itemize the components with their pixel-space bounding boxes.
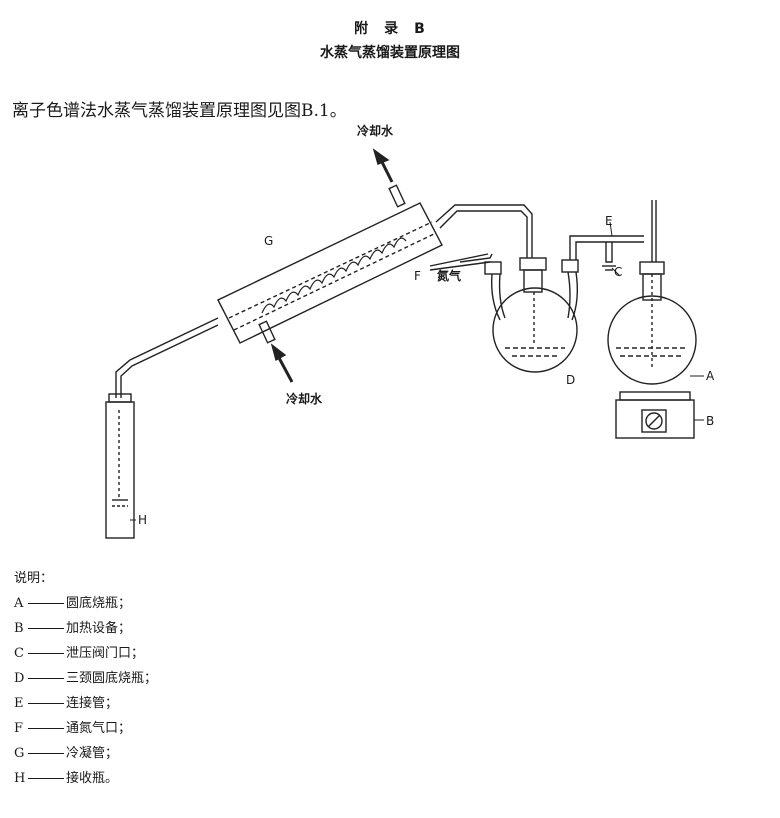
legend-item: D 三颈圆底烧瓶；: [14, 666, 157, 691]
legend-text: 三颈圆底烧瓶；: [66, 671, 158, 686]
legend-dash: [28, 653, 64, 654]
legend-dash: [28, 778, 64, 779]
legend-text: 泄压阀门口；: [66, 646, 145, 661]
label-d: D: [566, 373, 575, 387]
heater-b: [615, 391, 695, 439]
legend-text: 冷凝管；: [66, 746, 119, 761]
connector-e: [569, 235, 644, 271]
legend: 说明： A 圆底烧瓶； B 加热设备； C 泄压阀门口； D 三颈圆底烧瓶； E 连接管；…: [14, 566, 157, 791]
legend-text: 连接管；: [66, 696, 119, 711]
appendix-heading: 附 录 B: [354, 21, 426, 37]
cooling-water-arrows: [270, 148, 394, 383]
legend-text: 圆底烧瓶；: [66, 596, 132, 611]
distillation-apparatus-diagram: 冷却水 冷却水 氮气 G F E C D A B H: [105, 123, 715, 539]
legend-dash: [28, 603, 64, 604]
legend-dash: [28, 678, 64, 679]
legend-key: E: [14, 696, 24, 711]
legend-key: A: [14, 596, 24, 611]
appendix-title: 水蒸气蒸馏装置原理图: [320, 45, 460, 61]
label-c: C: [614, 265, 622, 279]
label-h: H: [138, 513, 147, 527]
legend-heading: 说明：: [14, 571, 54, 586]
intro-text: 离子色谱法水蒸气蒸馏装置原理图见图B.1。: [12, 101, 347, 121]
legend-text: 接收瓶。: [66, 771, 119, 786]
nitrogen-label: 氮气: [437, 268, 461, 283]
cooling-water-top-label: 冷却水: [357, 123, 394, 138]
label-e: E: [605, 214, 613, 228]
legend-key: C: [14, 646, 24, 661]
legend-dash: [28, 628, 64, 629]
cooling-water-bottom-label: 冷却水: [286, 391, 323, 406]
legend-dash: [28, 703, 64, 704]
legend-item: A 圆底烧瓶；: [14, 591, 157, 616]
label-b: B: [706, 414, 714, 428]
legend-key: H: [14, 771, 26, 786]
legend-key: D: [14, 671, 25, 686]
legend-item: B 加热设备；: [14, 616, 157, 641]
label-g: G: [264, 234, 273, 248]
three-neck-flask-d: [429, 253, 579, 373]
label-f: F: [414, 269, 421, 283]
round-flask-a: [607, 200, 697, 385]
receiver-h: [105, 393, 135, 539]
legend-item: H 接收瓶。: [14, 766, 157, 791]
legend-key: F: [14, 721, 24, 736]
legend-key: B: [14, 621, 24, 636]
legend-item: G 冷凝管；: [14, 741, 157, 766]
legend-text: 通氮气口；: [66, 721, 132, 736]
legend-item: E 连接管；: [14, 691, 157, 716]
legend-dash: [28, 728, 64, 729]
legend-key: G: [14, 746, 25, 761]
condenser-g: [115, 184, 533, 398]
legend-item: F 通氮气口；: [14, 716, 157, 741]
legend-dash: [28, 753, 64, 754]
label-a: A: [706, 369, 715, 383]
legend-item: C 泄压阀门口；: [14, 641, 157, 666]
legend-text: 加热设备；: [66, 621, 132, 636]
